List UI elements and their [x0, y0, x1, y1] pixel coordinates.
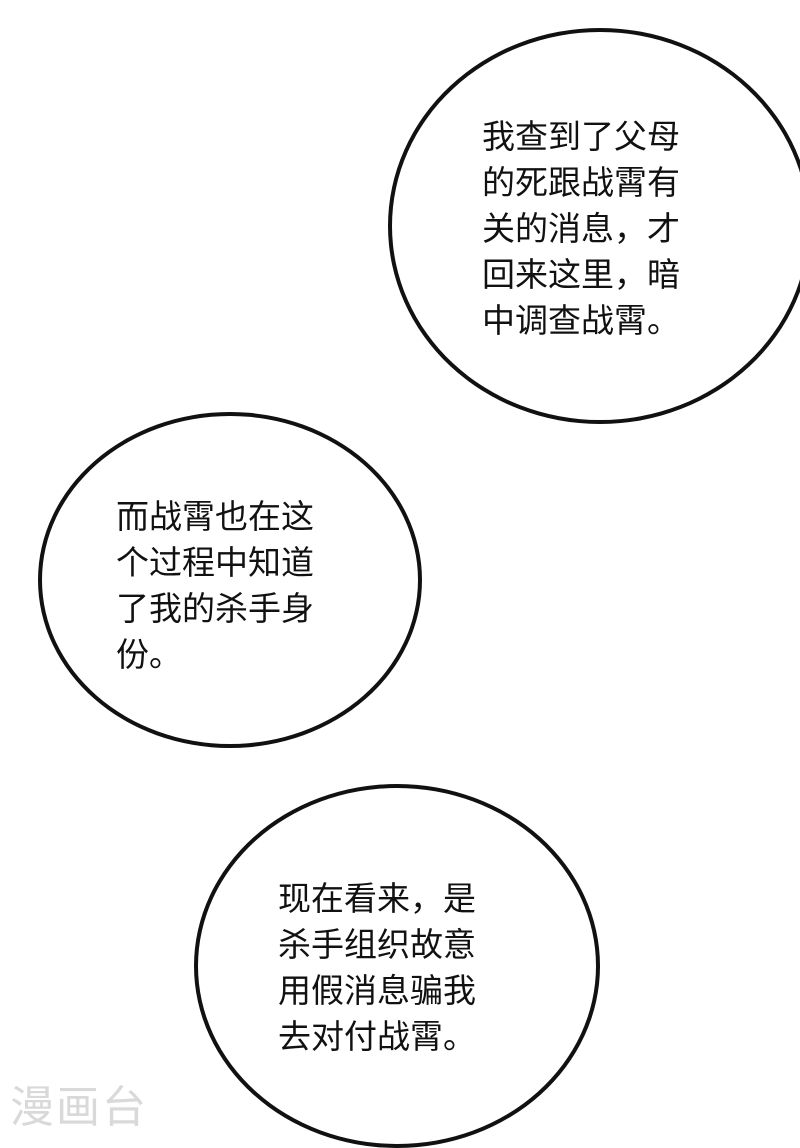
speech-line: 杀手组织故意 — [278, 925, 476, 964]
speech-bubble-2-text: 而战霄也在这 个过程中知道 了我的杀手身 份。 — [116, 494, 314, 678]
speech-bubble-2 — [38, 412, 422, 748]
speech-line: 用假消息骗我 — [278, 971, 476, 1010]
speech-line: 回来这里，暗 — [482, 255, 680, 294]
speech-line: 了我的杀手身 — [116, 589, 314, 628]
speech-bubble-1 — [388, 28, 800, 424]
speech-line: 而战霄也在这 — [116, 497, 314, 536]
speech-bubble-3-text: 现在看来，是 杀手组织故意 用假消息骗我 去对付战霄。 — [278, 876, 476, 1060]
speech-line: 份。 — [116, 635, 182, 674]
speech-bubble-3 — [194, 784, 600, 1148]
speech-bubble-1-text: 我查到了父母 的死跟战霄有 关的消息，才 回来这里，暗 中调查战霄。 — [482, 114, 680, 344]
speech-line: 我查到了父母 — [482, 117, 680, 156]
watermark-logo: 漫画台 — [10, 1082, 148, 1133]
speech-line: 关的消息，才 — [482, 209, 680, 248]
speech-line: 现在看来，是 — [278, 879, 476, 918]
speech-line: 的死跟战霄有 — [482, 163, 680, 202]
speech-line: 个过程中知道 — [116, 543, 314, 582]
speech-line: 中调查战霄。 — [482, 301, 680, 340]
speech-line: 去对付战霄。 — [278, 1017, 476, 1056]
